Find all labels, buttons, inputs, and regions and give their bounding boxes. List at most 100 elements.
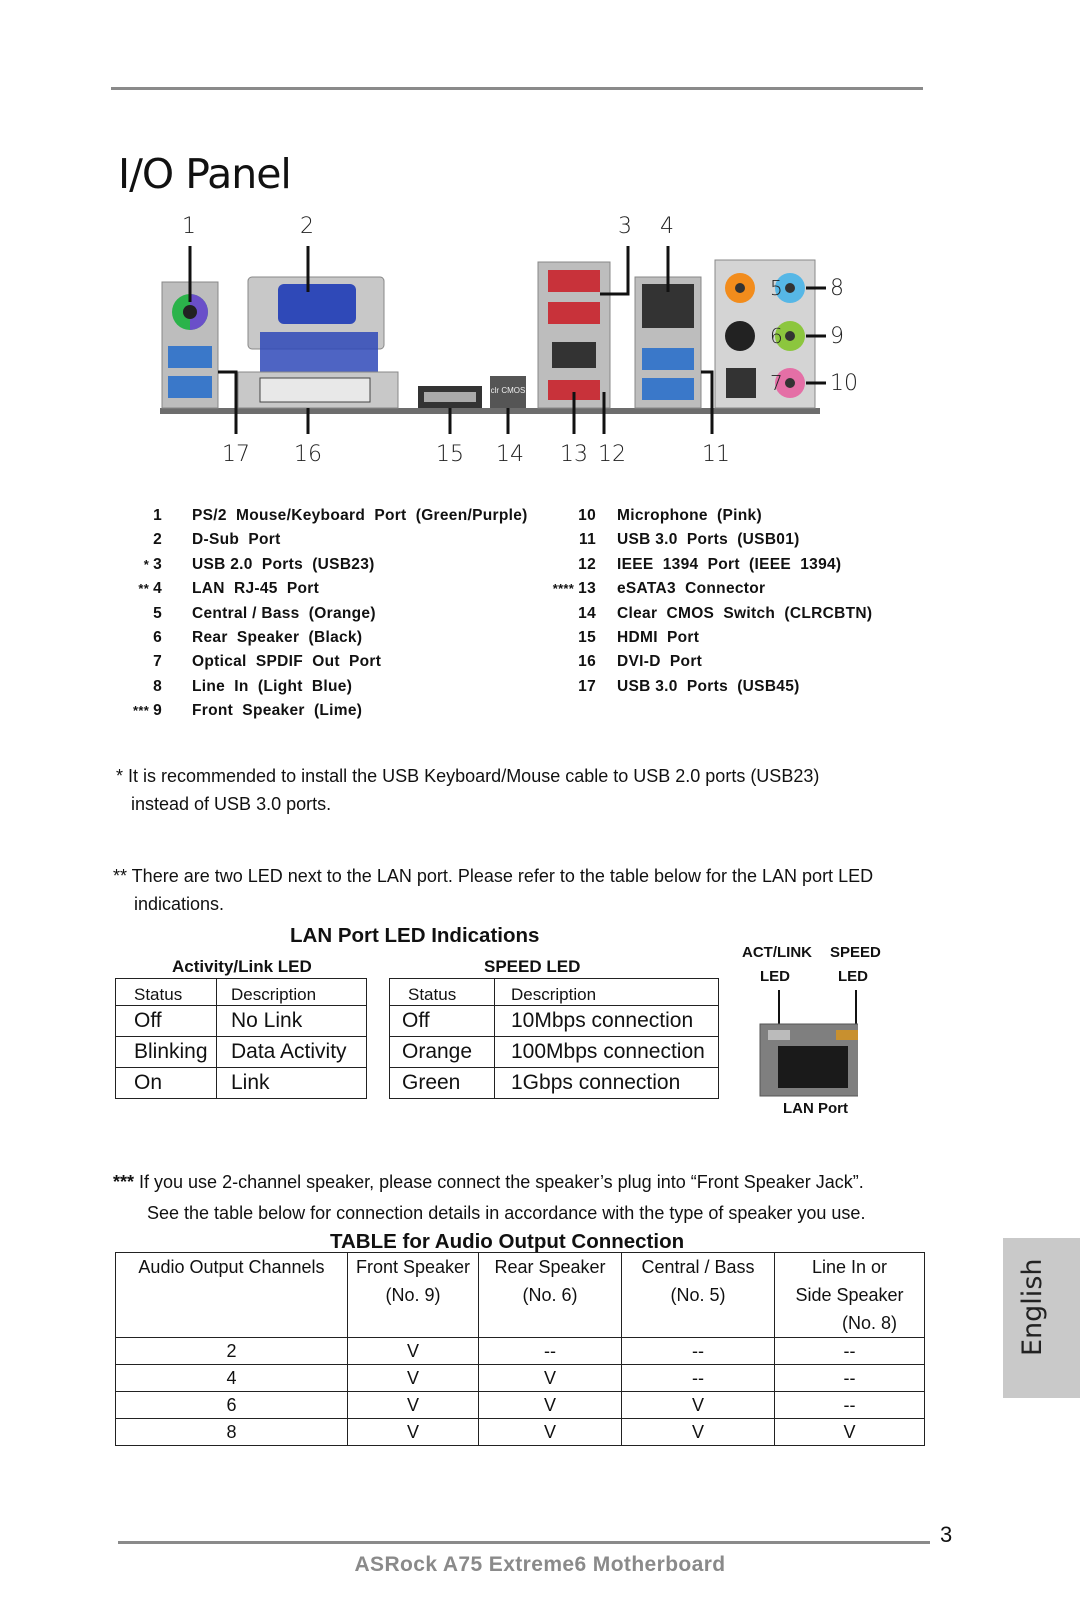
led-label-left: LED <box>760 968 790 985</box>
speed-led-title: SPEED LED <box>484 957 581 976</box>
header-line: (No. 5) <box>670 1285 726 1305</box>
legend-number-value: 4 <box>153 580 162 598</box>
callout-13: 13 <box>560 442 588 467</box>
legend-number-value: 13 <box>578 580 596 598</box>
usb3-port-icon <box>168 346 212 368</box>
legend-footnote-mark: *** <box>133 703 150 719</box>
table-cell: -- <box>621 1364 775 1392</box>
table-cell: 6 <box>115 1391 348 1419</box>
legend-number: ***9 <box>102 702 162 720</box>
legend-number: **4 <box>102 580 162 598</box>
speed-led-table: Status Description Off 10Mbps connection… <box>389 978 719 1099</box>
legend-text: Clear CMOS Switch (CLRCBTN) <box>617 604 873 622</box>
speed-header-description: Description <box>494 978 719 1006</box>
lan-led-heading: LAN Port LED Indications <box>290 924 540 947</box>
legend-number-value: 17 <box>578 677 596 695</box>
language-side-tab: English <box>1003 1238 1080 1398</box>
legend-number-value: 11 <box>579 531 596 549</box>
legend-number: 16 <box>536 653 596 671</box>
dvi-port-icon <box>259 377 371 403</box>
lan-jack-icon <box>759 990 858 1097</box>
legend-text: D-Sub Port <box>192 531 281 549</box>
table-cell: 2 <box>115 1337 348 1365</box>
legend-number: 15 <box>536 629 596 647</box>
legend-footnote-mark: * <box>143 556 150 572</box>
legend-number: 12 <box>536 556 596 574</box>
legend-text: USB 3.0 Ports (USB45) <box>617 677 800 695</box>
legend-number: 10 <box>536 507 596 525</box>
legend-number-value: 5 <box>153 604 162 622</box>
ieee1394-port-icon <box>552 342 596 368</box>
table-cell: V <box>347 1418 479 1446</box>
legend-text: HDMI Port <box>617 629 700 646</box>
led-label-right: LED <box>838 968 868 985</box>
activity-header-status: Status <box>115 978 217 1006</box>
legend-number-value: 12 <box>578 555 596 573</box>
speed-description: 10Mbps connection <box>494 1005 719 1037</box>
spdif-port-icon <box>726 368 756 398</box>
act-link-label: ACT/LINK <box>742 944 812 961</box>
audio-header-channels: Audio Output Channels <box>115 1252 348 1338</box>
header-line: Audio Output Channels <box>138 1257 325 1277</box>
legend-number-value: 15 <box>578 629 596 646</box>
legend-number: ****13 <box>536 580 596 598</box>
callout-7: 7 <box>770 371 783 395</box>
footer-rule <box>118 1541 930 1544</box>
callout-10: 10 <box>830 371 858 396</box>
header-line: (No. 9) <box>385 1285 441 1305</box>
header-line: Central / Bass <box>641 1257 755 1277</box>
activity-description: Data Activity <box>216 1036 367 1068</box>
legend-number: 14 <box>536 605 596 623</box>
lan-note: ** There are two LED next to the LAN por… <box>113 862 873 918</box>
page-number: 3 <box>940 1522 953 1547</box>
table-cell: V <box>774 1418 925 1446</box>
callout-1: 1 <box>182 214 196 239</box>
legend-number-value: 6 <box>153 629 162 646</box>
legend-text: Line In (Light Blue) <box>192 677 353 695</box>
callout-15: 15 <box>436 442 464 467</box>
audio-header-central: Central / Bass (No. 5) <box>621 1252 775 1338</box>
io-panel-diagram: clr CMOS <box>160 214 860 482</box>
legend-number: 6 <box>102 629 162 647</box>
legend-text: eSATA3 Connector <box>617 580 766 598</box>
lan-note-line2: indications. <box>134 894 225 914</box>
callout-2: 2 <box>300 214 314 239</box>
callout-4: 4 <box>660 214 674 239</box>
table-row: On Link <box>115 1067 367 1099</box>
legend-number: 11 <box>536 531 596 549</box>
header-line: (No. 8) <box>841 1313 897 1333</box>
usb-note-line1: * It is recommended to install the USB K… <box>116 766 820 786</box>
callout-11: 11 <box>702 442 730 467</box>
audio-black-jack-icon <box>725 321 755 351</box>
speaker-note: *** If you use 2-channel speaker, please… <box>113 1167 865 1229</box>
legend-number-value: 8 <box>153 677 162 695</box>
callout-3: 3 <box>618 214 632 239</box>
legend-text: LAN RJ-45 Port <box>192 580 320 598</box>
table-row: Green 1Gbps connection <box>389 1067 719 1099</box>
table-cell: V <box>347 1364 479 1392</box>
legend-number-value: 14 <box>578 604 596 622</box>
legend-number-value: 1 <box>153 507 162 524</box>
legend-footnote-mark: **** <box>552 581 575 597</box>
legend-number: 7 <box>102 653 162 671</box>
lan-port-caption: LAN Port <box>783 1100 848 1117</box>
callout-14: 14 <box>496 442 524 467</box>
legend-number: 8 <box>102 678 162 696</box>
usb-note: * It is recommended to install the USB K… <box>116 762 819 818</box>
page-title: I/O Panel <box>118 150 292 198</box>
legend-text: USB 2.0 Ports (USB23) <box>192 555 375 573</box>
legend-text: PS/2 Mouse/Keyboard Port (Green/Purple) <box>192 507 528 524</box>
table-cell: V <box>478 1364 622 1392</box>
audio-header-linein: Line In or Side Speaker (No. 8) <box>774 1252 925 1338</box>
table-row: 8 V V V V <box>115 1418 925 1446</box>
activity-status: On <box>115 1067 217 1099</box>
language-label: English <box>1017 1258 1048 1357</box>
footer-product-name: ASRock A75 Extreme6 Motherboard <box>354 1553 726 1576</box>
activity-header-description: Description <box>216 978 367 1006</box>
callout-8: 8 <box>830 276 844 301</box>
speed-description: 1Gbps connection <box>494 1067 719 1099</box>
legend-number: 2 <box>102 531 162 549</box>
callout-17: 17 <box>222 442 250 467</box>
speaker-note-line2: See the table below for connection detai… <box>147 1203 866 1223</box>
speed-header-status: Status <box>389 978 495 1006</box>
